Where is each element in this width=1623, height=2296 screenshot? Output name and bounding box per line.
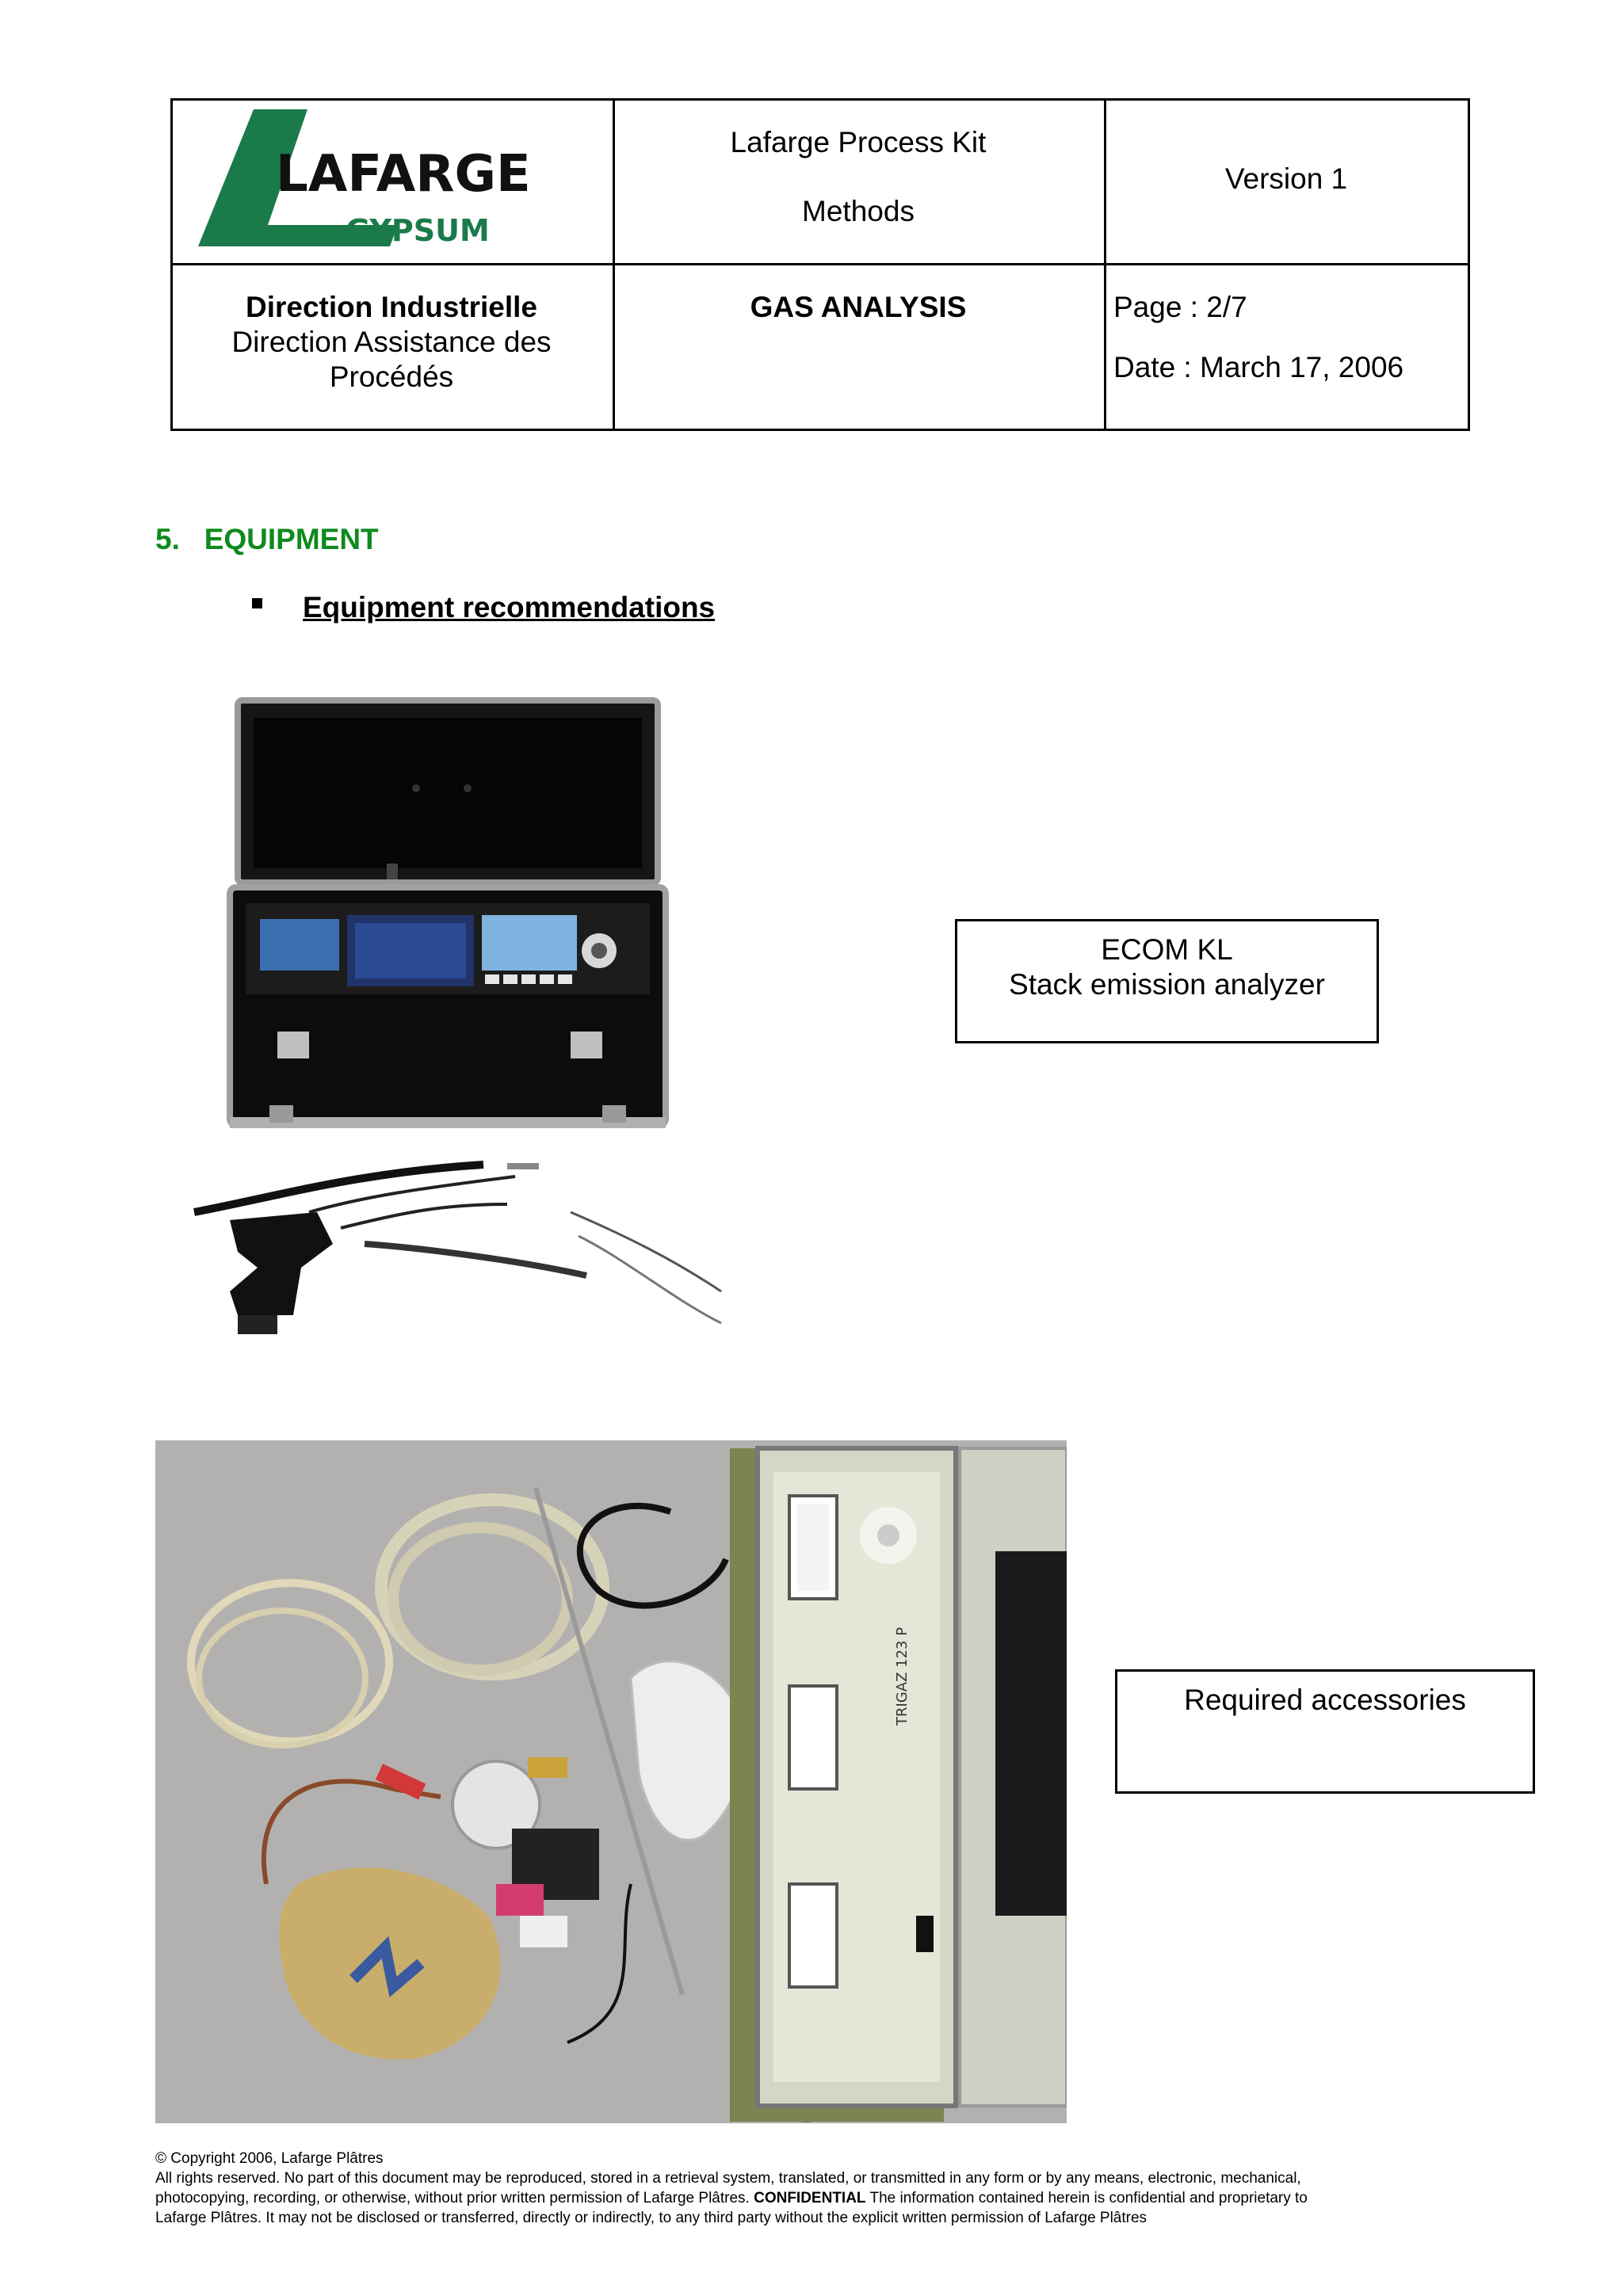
analyzer-photo <box>182 689 737 1355</box>
accessories-callout-text: Required accessories <box>1184 1684 1466 1716</box>
footer-line3: Lafarge Plâtres. It may not be disclosed… <box>155 2210 1148 2226</box>
logo-sub-text: GYPSUM <box>346 213 490 248</box>
accessories-photo: TRIGAZ 123 P <box>155 1440 1067 2123</box>
lafarge-gypsum-logo: LAFARGE GYPSUM <box>190 108 602 250</box>
kit-subtitle: Methods <box>802 195 915 227</box>
doc-title: GAS ANALYSIS <box>750 291 967 323</box>
department-title: Direction Industrielle <box>245 291 537 323</box>
bullet-icon <box>252 598 262 608</box>
footer: © Copyright 2006, Lafarge Plâtres All ri… <box>155 2149 1487 2228</box>
department-line2: Direction Assistance des <box>231 326 552 358</box>
doc-date: Date : March 17, 2006 <box>1113 351 1404 383</box>
footer-confidential: CONFIDENTIAL <box>754 2190 866 2206</box>
footer-line2-a: photocopying, recording, or otherwise, w… <box>155 2190 750 2206</box>
department-line3: Procédés <box>329 360 454 393</box>
analyzer-callout-line1: ECOM KL <box>1101 933 1233 966</box>
analyzer-callout: ECOM KL Stack emission analyzer <box>955 919 1379 1043</box>
page-number: Page : 2/7 <box>1113 291 1247 323</box>
footer-line2-b: The information contained herein is conf… <box>869 2190 1308 2206</box>
version-label: Version 1 <box>1224 162 1348 195</box>
section-subtitle: Equipment recommendations <box>303 591 716 624</box>
section-heading: 5. EQUIPMENT <box>155 523 379 555</box>
table-divider <box>173 263 1468 265</box>
kit-title: Lafarge Process Kit <box>730 126 987 158</box>
device-label: TRIGAZ 123 P <box>894 1627 911 1726</box>
lafarge-logo-icon: LAFARGE GYPSUM <box>198 109 531 248</box>
analyzer-callout-line2: Stack emission analyzer <box>1009 968 1325 1001</box>
accessories-callout: Required accessories <box>1115 1669 1535 1794</box>
header-table <box>170 98 1470 431</box>
footer-line2: photocopying, recording, or otherwise, w… <box>155 2188 1487 2208</box>
footer-copyright: © Copyright 2006, Lafarge Plâtres <box>155 2150 384 2167</box>
footer-line1: All rights reserved. No part of this doc… <box>155 2170 1301 2187</box>
logo-brand-text: LAFARGE <box>276 145 531 204</box>
